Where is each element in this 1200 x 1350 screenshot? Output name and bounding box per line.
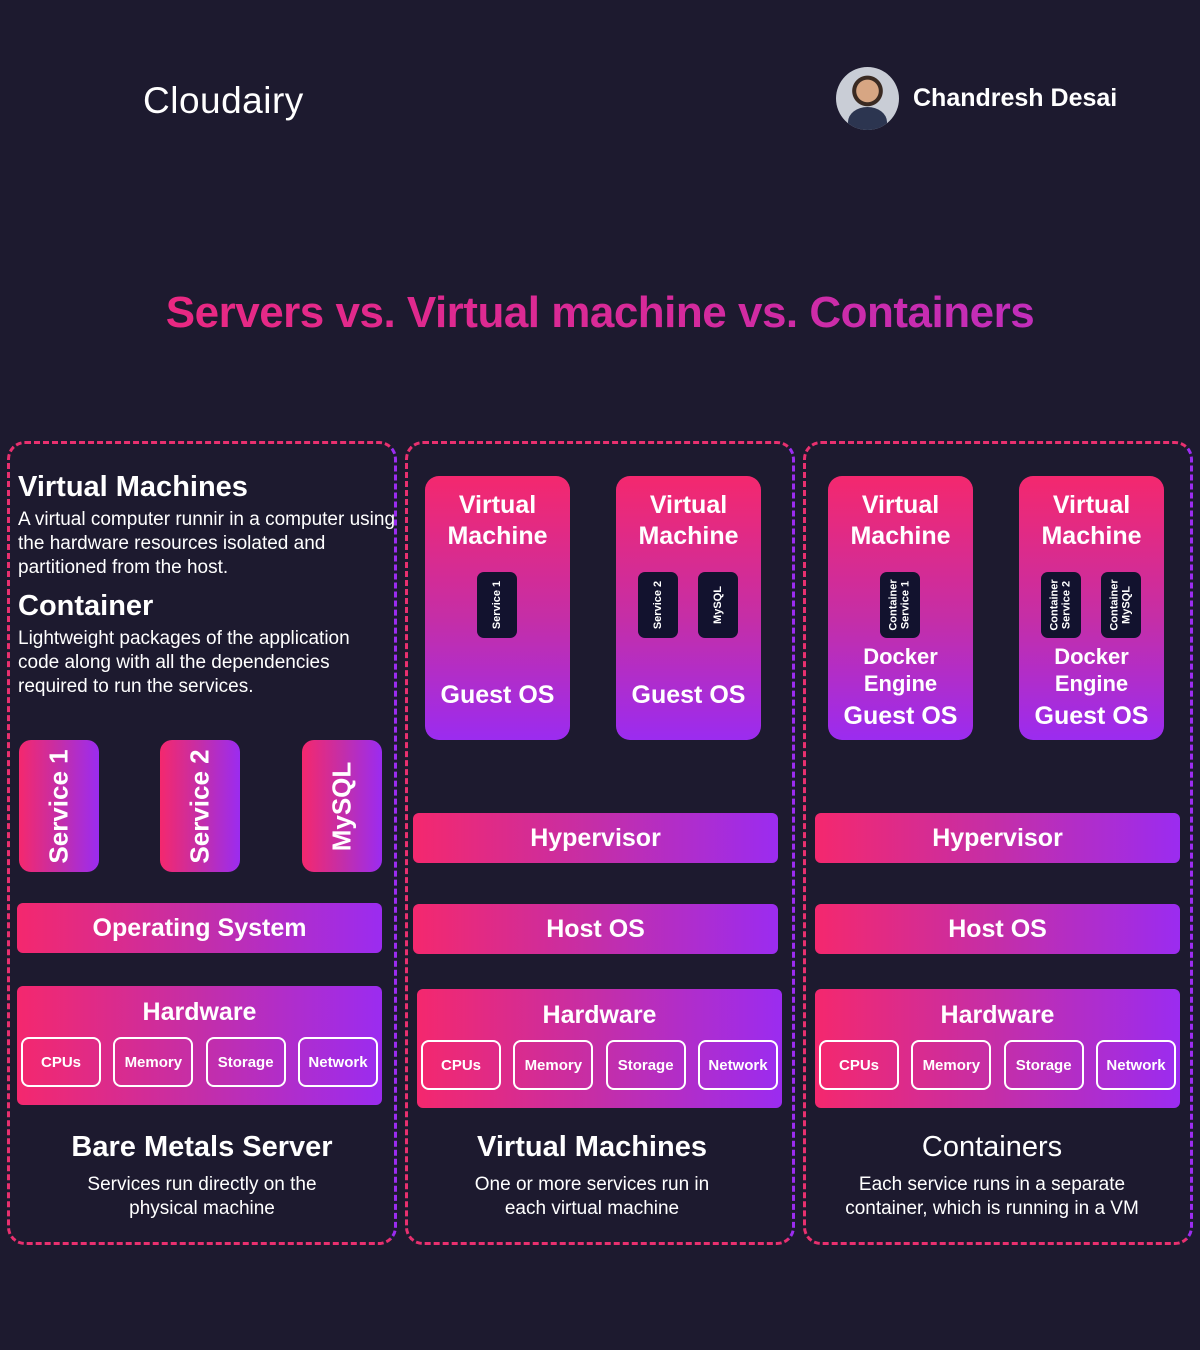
page-title: Servers vs. Virtual machine vs. Containe… xyxy=(0,288,1200,338)
service-pill: Service 1 xyxy=(477,572,517,638)
hardware-chips: CPUs Memory Storage Network xyxy=(21,1037,378,1087)
service-label: MySQL xyxy=(326,761,357,851)
chip-memory: Memory xyxy=(911,1040,992,1090)
caption-title: Bare Metals Server xyxy=(71,1131,333,1163)
caption-bare-metal: Bare Metals Server Services run directly… xyxy=(7,1131,397,1221)
service-pill: Service 2 xyxy=(638,572,678,638)
virtual-machine-1: Virtual Machine Container Service 1 Dock… xyxy=(828,476,973,740)
caption-description: Services run directly on the physical ma… xyxy=(87,1174,317,1219)
caption-description: Each service runs in a separate containe… xyxy=(845,1174,1139,1219)
caption-virtual-machines: Virtual Machines One or more services ru… xyxy=(397,1131,787,1221)
brand-logo: Cloudairy xyxy=(143,80,304,121)
vm-title: Virtual Machine xyxy=(447,491,548,550)
hardware-block: Hardware CPUs Memory Storage Network xyxy=(815,989,1180,1108)
hardware-block: Hardware CPUs Memory Storage Network xyxy=(17,986,382,1105)
panel-bare-metal xyxy=(7,441,397,1245)
host-os-bar: Host OS xyxy=(413,904,778,954)
hardware-chips: CPUs Memory Storage Network xyxy=(421,1040,778,1090)
hypervisor-bar: Hypervisor xyxy=(413,813,778,863)
panel-virtual-machines xyxy=(405,441,795,1245)
chip-storage: Storage xyxy=(205,1037,286,1087)
caption-title: Containers xyxy=(921,1131,1063,1163)
container-definition-heading: Container xyxy=(18,590,154,622)
chip-memory: Memory xyxy=(513,1040,594,1090)
author-avatar xyxy=(836,67,899,130)
hypervisor-bar: Hypervisor xyxy=(815,813,1180,863)
virtual-machine-2: Virtual Machine Container Service 2 Cont… xyxy=(1019,476,1164,740)
service-label: Service 2 xyxy=(184,748,215,864)
service-label: Service 1 xyxy=(43,748,74,864)
vm-definition-text: A virtual computer runnir in a computer … xyxy=(18,509,396,578)
definitions: Virtual Machines A virtual computer runn… xyxy=(18,471,396,709)
author-name: Chandresh Desai xyxy=(913,84,1118,112)
caption-containers: Containers Each service runs in a separa… xyxy=(797,1131,1187,1221)
hardware-title: Hardware xyxy=(940,1001,1055,1029)
host-os-bar: Host OS xyxy=(815,904,1180,954)
chip-network: Network xyxy=(297,1037,378,1087)
chip-cpus: CPUs xyxy=(21,1037,101,1087)
caption-description: One or more services run in each virtual… xyxy=(474,1174,710,1219)
operating-system-bar: Operating System xyxy=(17,903,382,953)
panel-containers xyxy=(803,441,1193,1245)
author: Chandresh Desai xyxy=(836,67,1117,130)
chip-cpus: CPUs xyxy=(421,1040,501,1090)
docker-engine-label: Docker Engine xyxy=(1054,644,1129,696)
container-pill: Container Service 2 xyxy=(1041,572,1081,638)
hardware-title: Hardware xyxy=(542,1001,657,1029)
hardware-title: Hardware xyxy=(142,998,257,1026)
virtual-machine-2: Virtual Machine Service 2 MySQL Guest OS xyxy=(616,476,761,740)
hardware-block: Hardware CPUs Memory Storage Network xyxy=(417,989,782,1108)
container-pill: Container MySQL xyxy=(1101,572,1141,638)
chip-memory: Memory xyxy=(113,1037,194,1087)
guest-os-label: Guest OS xyxy=(440,681,555,709)
chip-network: Network xyxy=(697,1040,778,1090)
vm-definition-heading: Virtual Machines xyxy=(18,471,248,503)
vm-title: Virtual Machine xyxy=(850,491,951,550)
service-2-block: Service 2 xyxy=(160,740,240,872)
docker-engine-label: Docker Engine xyxy=(863,644,938,696)
chip-storage: Storage xyxy=(1003,1040,1084,1090)
hardware-chips: CPUs Memory Storage Network xyxy=(819,1040,1176,1090)
guest-os-label: Guest OS xyxy=(631,681,746,709)
chip-storage: Storage xyxy=(605,1040,686,1090)
caption-title: Virtual Machines xyxy=(477,1131,707,1163)
guest-os-label: Guest OS xyxy=(1034,702,1149,730)
chip-cpus: CPUs xyxy=(819,1040,899,1090)
mysql-pill: MySQL xyxy=(698,572,738,638)
container-definition-text: Lightweight packages of the application … xyxy=(18,628,350,697)
vm-title: Virtual Machine xyxy=(638,491,739,550)
chip-network: Network xyxy=(1095,1040,1176,1090)
virtual-machine-1: Virtual Machine Service 1 Guest OS xyxy=(425,476,570,740)
container-pill: Container Service 1 xyxy=(880,572,920,638)
vm-title: Virtual Machine xyxy=(1041,491,1142,550)
service-1-block: Service 1 xyxy=(19,740,99,872)
guest-os-label: Guest OS xyxy=(843,702,958,730)
mysql-block: MySQL xyxy=(302,740,382,872)
